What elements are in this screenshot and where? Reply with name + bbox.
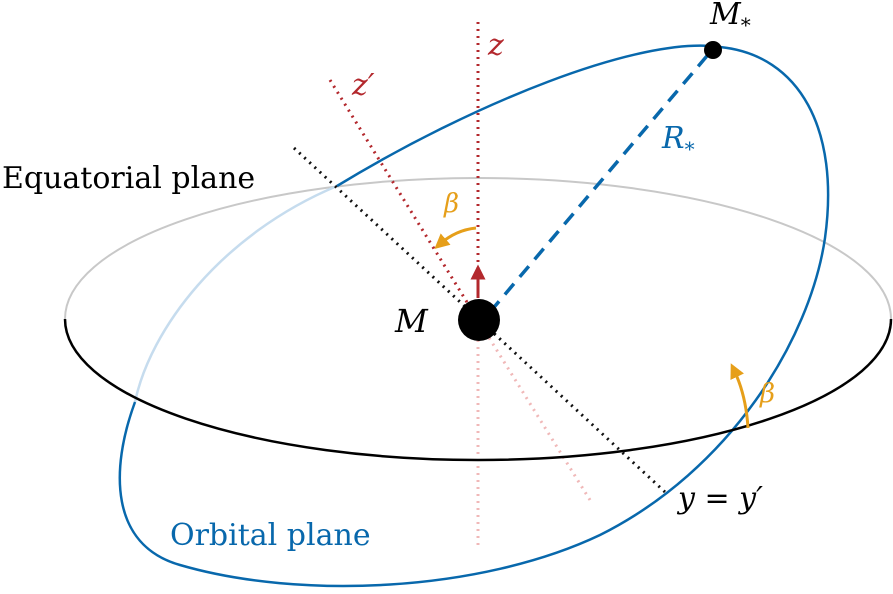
z-prime-axis-lower-faint xyxy=(476,319,592,501)
beta-label-top: β xyxy=(443,189,459,219)
y-axis-label: y = y′ xyxy=(676,481,763,516)
orbital-plane-ellipse xyxy=(118,44,830,588)
star-mass-dot xyxy=(704,41,722,59)
star-mass-subscript: * xyxy=(741,13,751,37)
star-mass-main: M xyxy=(709,0,742,32)
orbital-plane-label: Orbital plane xyxy=(170,518,371,553)
beta-angle-arc-top xyxy=(434,226,477,249)
z-prime-axis-line xyxy=(328,79,480,321)
equatorial-plane-back-arc xyxy=(64,177,892,320)
z-prime-axis-label: z′ xyxy=(351,68,375,103)
beta-angle-arc-right xyxy=(730,363,750,429)
star-mass-label: M* xyxy=(709,0,751,37)
star-radius-main: R xyxy=(661,121,685,156)
equatorial-plane-front-arc xyxy=(63,318,893,462)
equatorial-plane-label: Equatorial plane xyxy=(2,161,255,196)
star-radius-label: R* xyxy=(661,121,695,161)
beta-label-right: β xyxy=(759,379,775,409)
z-axis-label: z xyxy=(487,28,504,63)
central-mass-label: M xyxy=(394,302,429,340)
central-mass-dot xyxy=(458,299,500,341)
orbital-plane-back-arc xyxy=(133,184,338,403)
star-radius-subscript: * xyxy=(685,137,695,161)
star-radius-line xyxy=(488,48,714,314)
